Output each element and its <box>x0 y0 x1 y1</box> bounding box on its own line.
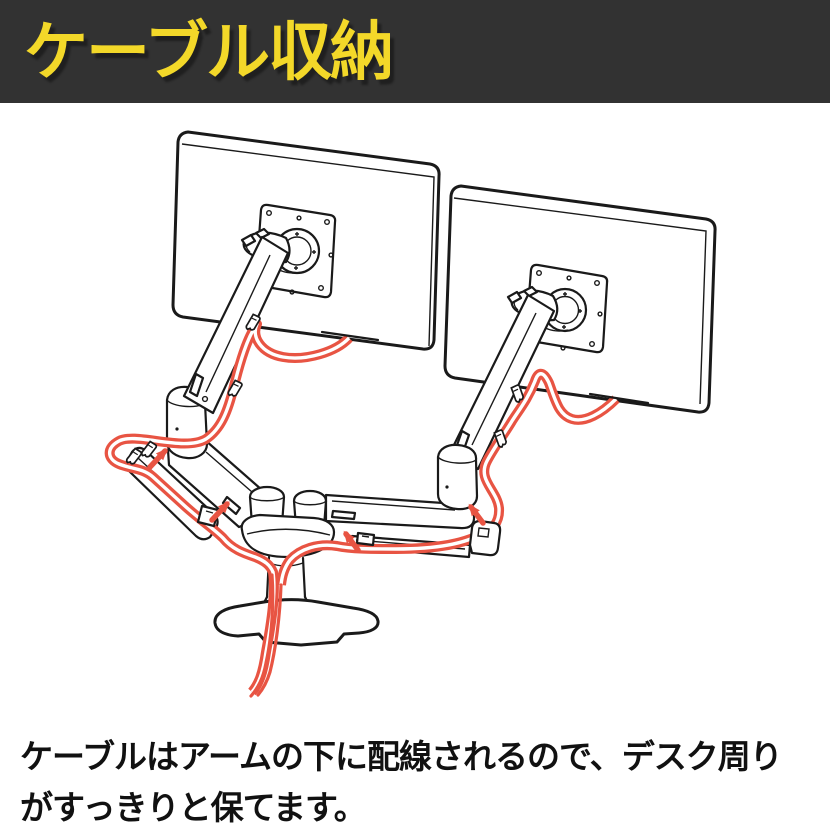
page-title: ケーブル収納 <box>24 15 394 88</box>
cable-routing-diagram <box>104 130 717 698</box>
title-banner: ケーブル収納 <box>0 0 830 103</box>
cable-arrow <box>343 530 361 553</box>
caption: ケーブルはアームの下に配線されるので、デスク周り がすっきりと保てます。 <box>20 731 820 833</box>
cable-arrow <box>209 501 230 523</box>
cable-clip <box>355 531 376 547</box>
cable-clip <box>226 379 244 400</box>
cable-route-arrows <box>147 448 486 553</box>
cable-arrow <box>147 448 168 470</box>
cable-arrow <box>468 503 486 526</box>
caption-line-1: ケーブルはアームの下に配線されるので、デスク周り <box>20 738 783 775</box>
right-elbow-joint <box>436 443 479 511</box>
cable-clips <box>124 313 527 557</box>
diagram-area <box>0 103 830 730</box>
caption-line-2: がすっきりと保てます。 <box>20 789 367 827</box>
left-arm <box>182 233 290 415</box>
left-monitor <box>171 130 441 351</box>
right-monitor <box>443 184 717 414</box>
desk-base <box>213 598 380 647</box>
right-arm <box>448 290 556 471</box>
cable-clip <box>468 519 502 557</box>
